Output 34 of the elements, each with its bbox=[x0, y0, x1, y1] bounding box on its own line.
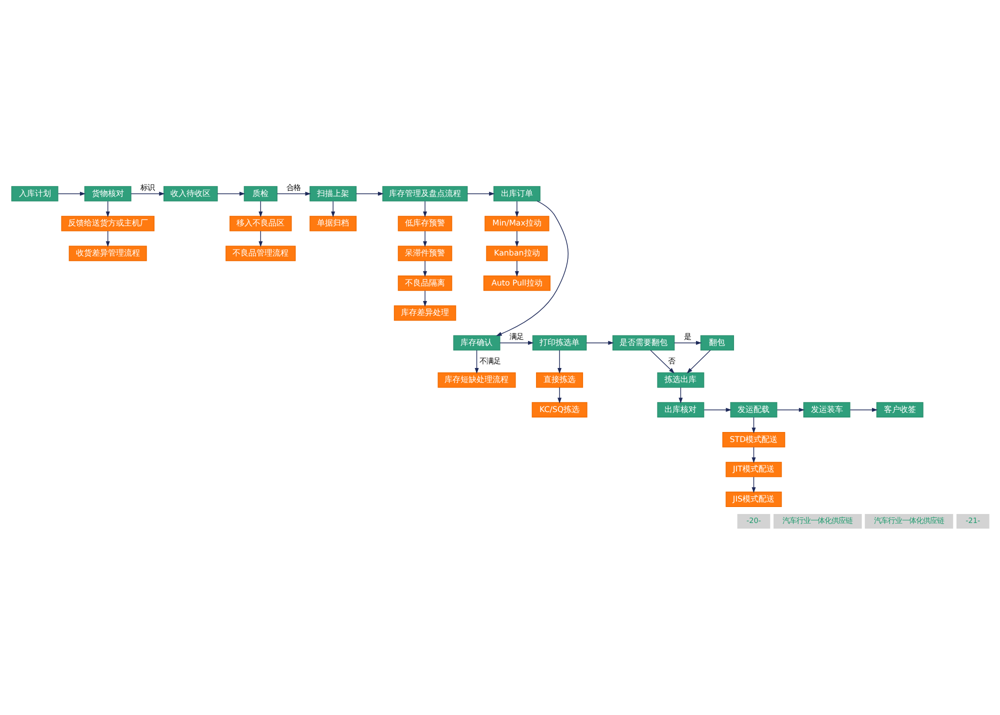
arrow bbox=[751, 446, 756, 464]
arrow bbox=[499, 340, 534, 345]
arrow bbox=[849, 408, 878, 412]
arrow bbox=[422, 290, 427, 307]
arrow bbox=[422, 200, 427, 218]
arrow bbox=[678, 387, 682, 404]
arrow bbox=[703, 408, 732, 412]
arrow bbox=[276, 192, 310, 196]
arrow bbox=[258, 200, 262, 218]
arrow bbox=[466, 192, 494, 196]
arrow bbox=[130, 192, 164, 196]
arrow bbox=[57, 192, 86, 196]
arrow bbox=[751, 417, 756, 434]
arrow bbox=[674, 340, 702, 345]
arrow bbox=[686, 350, 710, 374]
arrow bbox=[105, 200, 110, 218]
arrow bbox=[751, 476, 756, 493]
arrow bbox=[514, 230, 518, 248]
arrow bbox=[650, 350, 674, 374]
arrow bbox=[258, 230, 262, 248]
arrow bbox=[776, 408, 804, 412]
arrow bbox=[422, 230, 427, 248]
arrow bbox=[216, 192, 245, 196]
arrow bbox=[557, 350, 562, 374]
arrow bbox=[514, 200, 518, 218]
arrow bbox=[496, 200, 568, 336]
arrow bbox=[557, 387, 562, 404]
arrow bbox=[422, 260, 427, 277]
arrow bbox=[105, 230, 110, 248]
arrow bbox=[355, 192, 384, 196]
arrow bbox=[474, 350, 478, 374]
arrow bbox=[330, 200, 335, 218]
arrow bbox=[514, 260, 518, 277]
arrow bbox=[586, 340, 614, 345]
